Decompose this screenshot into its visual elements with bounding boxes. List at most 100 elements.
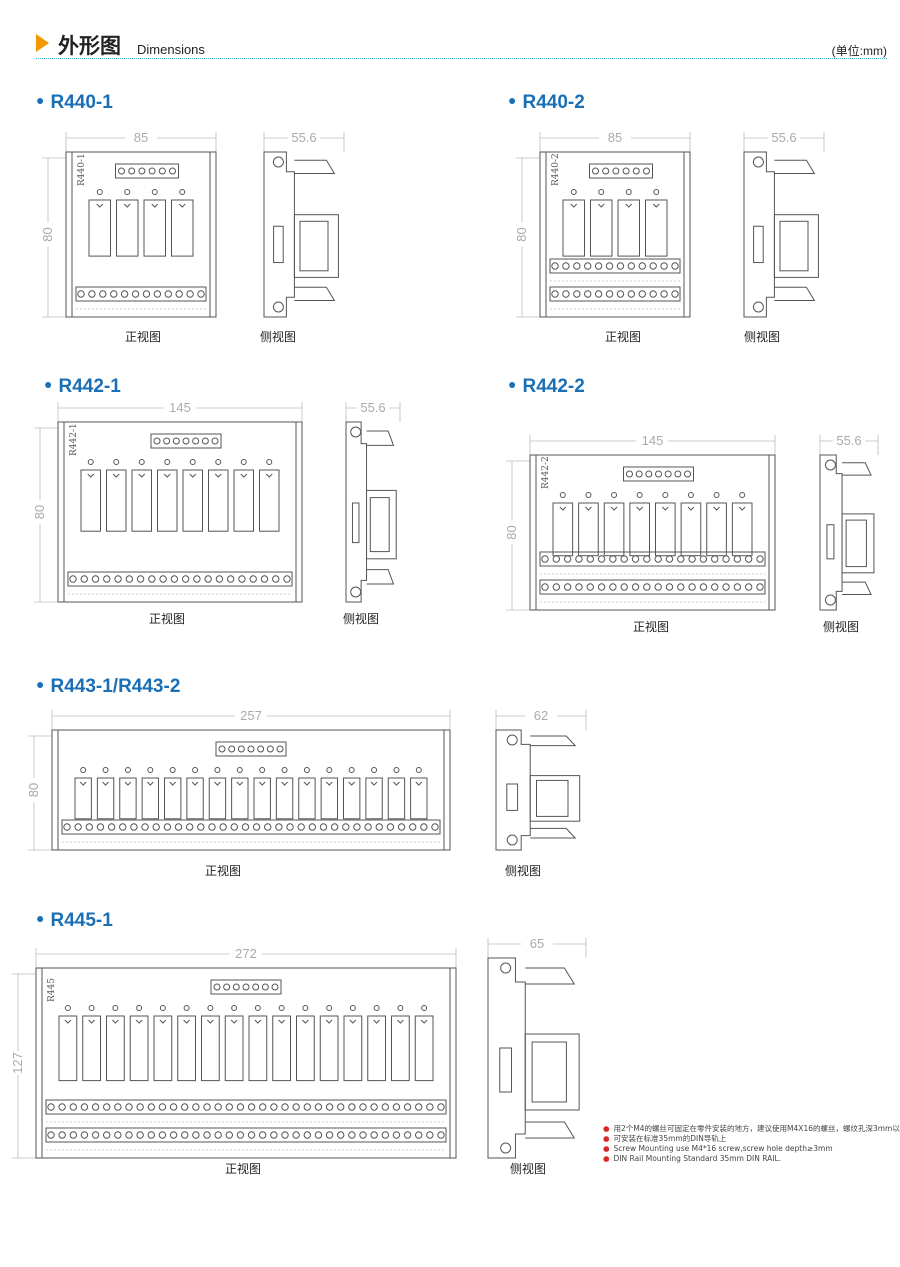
relay	[590, 199, 613, 257]
dimension-label: 55.6	[836, 433, 861, 448]
relay	[298, 777, 316, 820]
relay	[141, 777, 159, 820]
caption-front-r440-2: 正视图	[605, 330, 642, 344]
relay	[143, 199, 166, 257]
header-arrow-icon	[36, 34, 49, 52]
page-subtitle: Dimensions	[137, 42, 205, 57]
relay	[157, 469, 178, 532]
board-tag: R445	[47, 978, 57, 1002]
dimension-label: 145	[642, 433, 664, 448]
caption-side-r440-1: 侧视图	[260, 330, 297, 344]
dimension-label: 85	[608, 130, 622, 145]
page-title: 外形图	[58, 34, 121, 58]
relay	[106, 469, 127, 532]
dimension-label: 272	[235, 946, 257, 961]
relay	[680, 502, 702, 557]
dimension-label: 62	[534, 708, 548, 723]
front-view-r440-2: 85 80 R440-2	[514, 130, 691, 318]
relay	[129, 1015, 149, 1082]
relay	[131, 469, 152, 532]
model-title-r445-1: ●R445-1	[36, 910, 113, 931]
relay	[629, 502, 650, 557]
relay	[414, 1015, 434, 1082]
dimension-label: 80	[32, 505, 47, 519]
relay	[171, 199, 194, 257]
caption-front-r440-1: 正视图	[125, 330, 162, 344]
side-view-r440-2: 55.6	[743, 130, 825, 318]
relay	[208, 777, 227, 820]
relay	[391, 1015, 410, 1082]
relay	[119, 777, 137, 820]
relay	[153, 1015, 173, 1082]
caption-front-r445-1: 正视图	[225, 1162, 262, 1176]
relay	[552, 502, 574, 557]
relay	[275, 777, 294, 820]
relay	[186, 777, 204, 820]
model-title-r440-2: ●R440-2	[508, 92, 585, 113]
relay	[367, 1015, 386, 1082]
relay	[731, 502, 753, 557]
relay	[706, 502, 727, 557]
note-item: ●DIN Rail Mounting Standard 35mm DIN RAI…	[603, 1154, 782, 1163]
board-tag: R442-2	[541, 456, 551, 489]
model-title-r443: ●R443-1/R443-2	[36, 676, 181, 697]
relay	[224, 1015, 244, 1082]
dimension-label: 127	[10, 1052, 25, 1074]
dimension-label: 80	[40, 227, 55, 241]
caption-front-r443: 正视图	[205, 864, 242, 878]
relay	[80, 469, 101, 532]
dimension-label: 80	[514, 227, 529, 241]
relay	[296, 1015, 315, 1082]
model-title-r440-1: ●R440-1	[36, 92, 113, 113]
relay	[603, 502, 625, 557]
relay	[319, 1015, 339, 1082]
relay	[365, 777, 383, 820]
board-tag: R440-2	[551, 153, 561, 186]
caption-front-r442-2: 正视图	[633, 620, 670, 634]
dimension-label: 145	[169, 400, 191, 415]
relay	[233, 469, 254, 532]
side-view-r445-1: 65	[487, 936, 587, 1159]
relay	[82, 1015, 101, 1082]
front-view-r442-1: 145 80 R442-1	[32, 400, 303, 603]
side-view-r443: 62	[495, 708, 587, 851]
board-tag: R440-1	[77, 153, 87, 186]
front-view-r445-1: 272 127 R445	[10, 946, 457, 1159]
relay	[88, 199, 111, 257]
front-view-r443: 257 80	[26, 708, 451, 851]
note-item: ●Screw Mounting use M4*16 screw,screw ho…	[603, 1144, 833, 1153]
board-tag: R442-1	[69, 423, 79, 456]
caption-side-r445-1: 侧视图	[510, 1162, 547, 1176]
relay	[387, 777, 406, 820]
dimension-label: 55.6	[360, 400, 385, 415]
relay	[177, 1015, 196, 1082]
relay	[562, 199, 585, 257]
relay	[96, 777, 115, 820]
relay	[182, 469, 203, 532]
relay	[116, 199, 139, 257]
note-item: ●可安装在标准35mm的DIN导轨上	[603, 1134, 727, 1143]
relay	[74, 777, 92, 820]
relay	[343, 777, 361, 820]
dimension-label: 80	[26, 783, 41, 797]
relay	[208, 469, 229, 532]
relay	[248, 1015, 268, 1082]
front-view-r442-2: 145 80 R442-2	[504, 433, 776, 611]
side-view-r442-2: 55.6	[819, 433, 879, 611]
relay	[320, 777, 338, 820]
side-view-r442-1: 55.6	[345, 400, 401, 603]
relay	[164, 777, 182, 820]
relay	[106, 1015, 125, 1082]
side-view-r440-1: 55.6	[263, 130, 345, 318]
relay	[410, 777, 428, 820]
caption-side-r442-2: 侧视图	[823, 620, 860, 634]
relay	[578, 502, 599, 557]
header-divider	[36, 58, 887, 59]
relay	[617, 199, 640, 257]
dimension-label: 80	[504, 525, 519, 539]
caption-side-r442-1: 侧视图	[343, 612, 380, 626]
relay	[253, 777, 271, 820]
relay	[58, 1015, 78, 1082]
model-title-r442-2: ●R442-2	[508, 376, 585, 397]
dimension-label: 257	[240, 708, 262, 723]
